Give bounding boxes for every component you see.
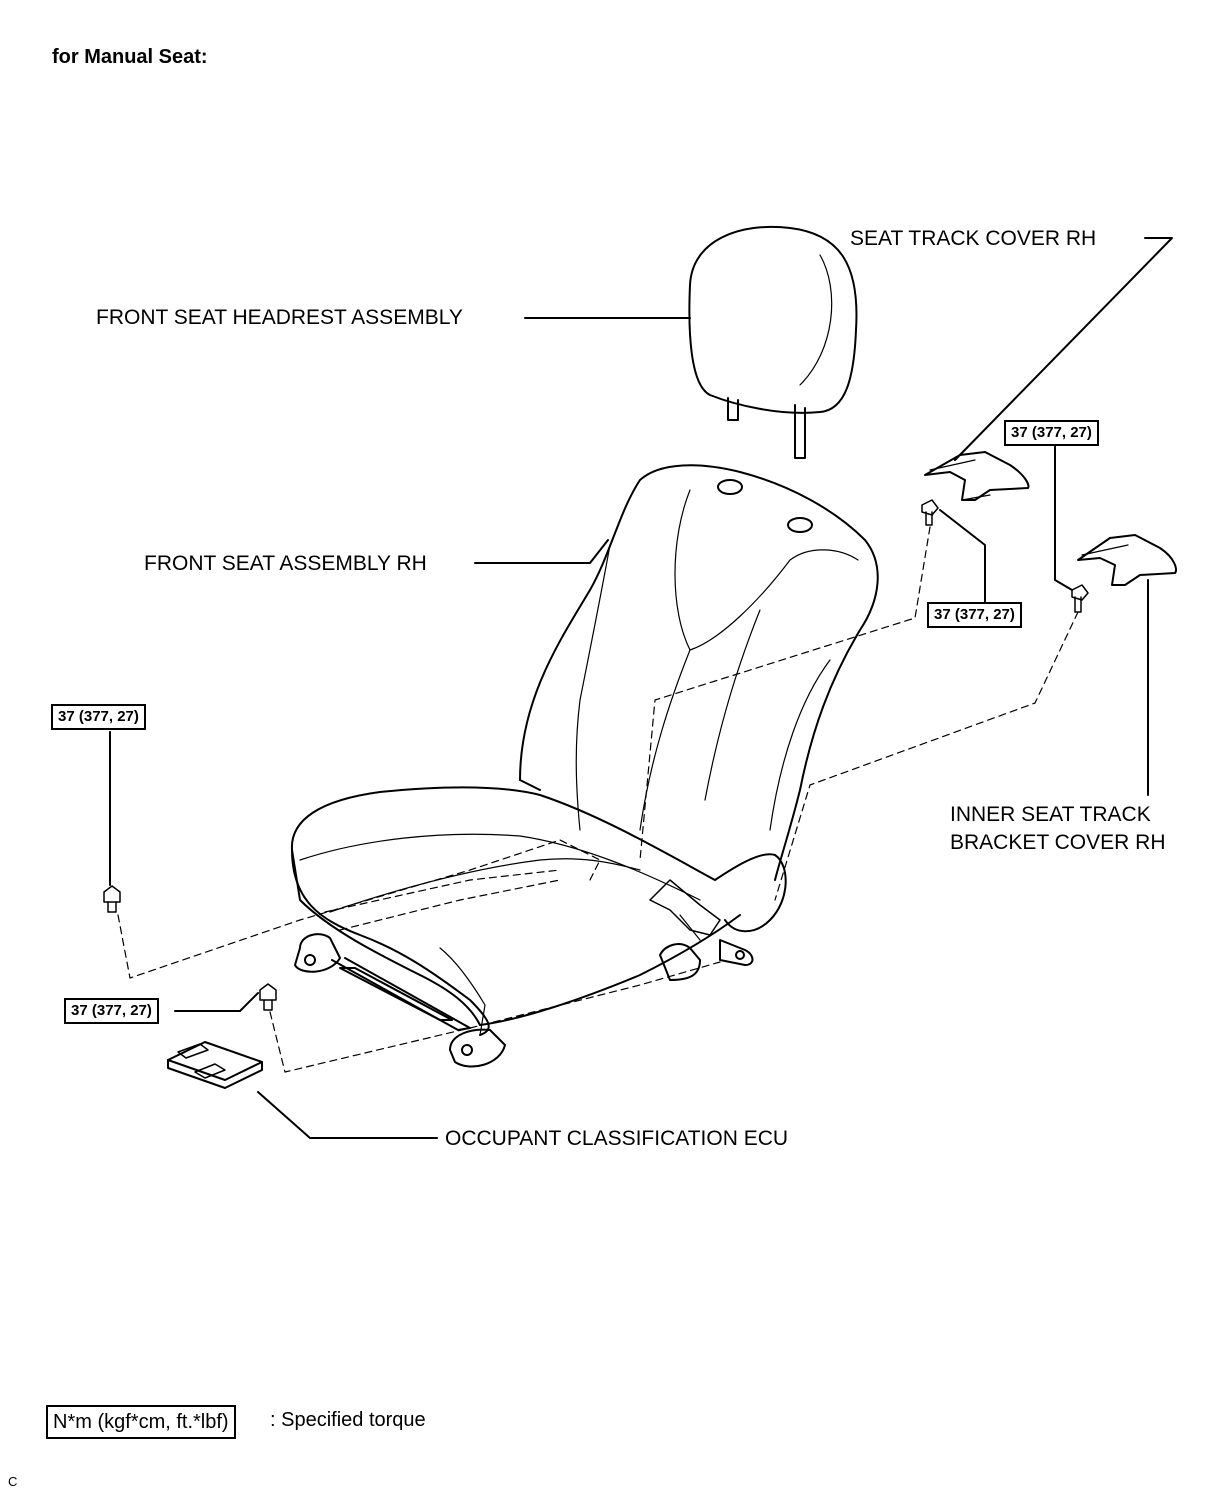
torque-box-3: 37 (377, 27) bbox=[51, 704, 146, 730]
label-ecu: OCCUPANT CLASSIFICATION ECU bbox=[445, 1127, 789, 1150]
ecu-drawing bbox=[167, 1041, 263, 1089]
torque-box-1: 37 (377, 27) bbox=[1004, 420, 1099, 446]
leader-lines bbox=[109, 237, 1173, 1139]
label-inner-bracket-line1: INNER SEAT TRACK bbox=[950, 803, 1151, 826]
label-inner-bracket-line2: BRACKET COVER RH bbox=[950, 831, 1166, 854]
torque-box-4: 37 (377, 27) bbox=[64, 998, 159, 1024]
seat-cushion-drawing bbox=[290, 786, 787, 1036]
legend-unit-box: N*m (kgf*cm, ft.*lbf) bbox=[46, 1405, 236, 1439]
label-headrest: FRONT SEAT HEADREST ASSEMBLY bbox=[96, 306, 463, 329]
torque-box-2: 37 (377, 27) bbox=[927, 602, 1022, 628]
legend-text: : Specified torque bbox=[270, 1409, 426, 1431]
corner-mark: C bbox=[8, 1474, 18, 1489]
bolts-drawing bbox=[103, 499, 1089, 1011]
dashed-lines bbox=[117, 526, 1079, 1073]
seat-track-drawing bbox=[294, 879, 754, 1068]
label-front-seat: FRONT SEAT ASSEMBLY RH bbox=[144, 552, 427, 575]
label-seat-track-cover: SEAT TRACK COVER RH bbox=[850, 227, 1097, 250]
page-title: for Manual Seat: bbox=[52, 46, 208, 68]
headrest-drawing bbox=[688, 225, 858, 459]
seat-track-cover-drawing bbox=[924, 451, 1030, 501]
seat-back-drawing bbox=[519, 464, 879, 881]
inner-bracket-cover-drawing bbox=[1077, 534, 1178, 586]
